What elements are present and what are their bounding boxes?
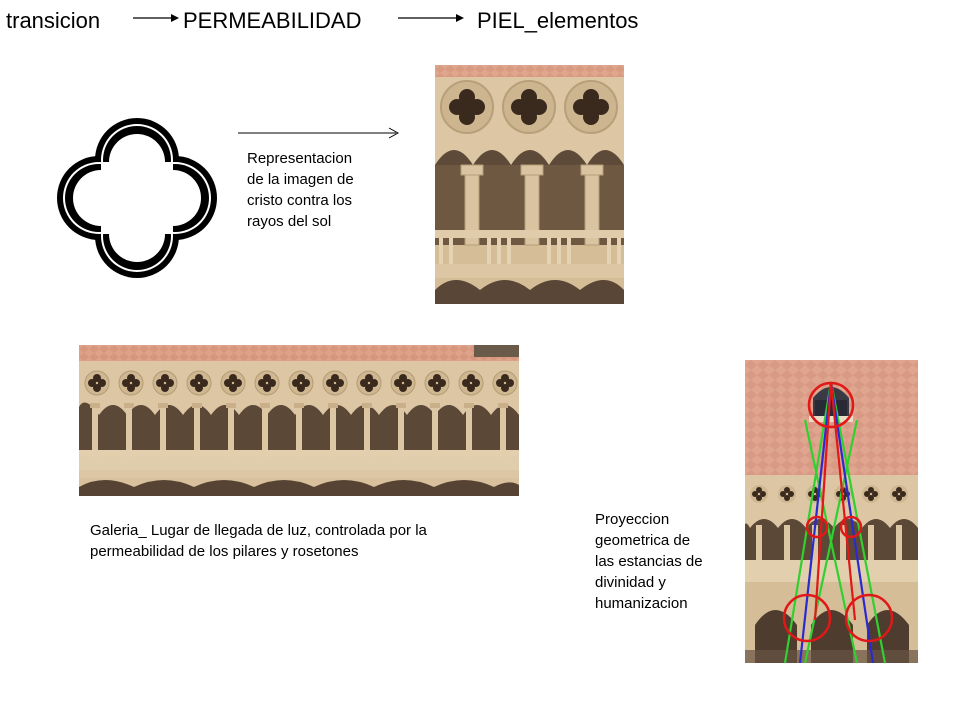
header-permeabilidad: PERMEABILIDAD: [183, 8, 362, 33]
header-piel-elementos: PIEL_elementos: [477, 8, 639, 33]
caption-proyeccion: Proyeccion geometrica de las estancias d…: [595, 511, 703, 612]
arrow-right-icon: [398, 14, 464, 22]
arcade-detail-photo: [435, 65, 624, 304]
quatrefoil-icon: [57, 118, 217, 278]
projection-facade-photo: [745, 360, 918, 663]
gallery-photo: [79, 345, 519, 496]
caption-representacion: Representacion de la imagen de cristo co…: [247, 150, 354, 230]
arrow-right-icon: [133, 14, 179, 22]
header-transicion: transicion: [6, 8, 101, 33]
arrow-right-icon: [238, 127, 400, 139]
caption-galeria: Galeria_ Lugar de llegada de luz, contro…: [90, 522, 427, 560]
